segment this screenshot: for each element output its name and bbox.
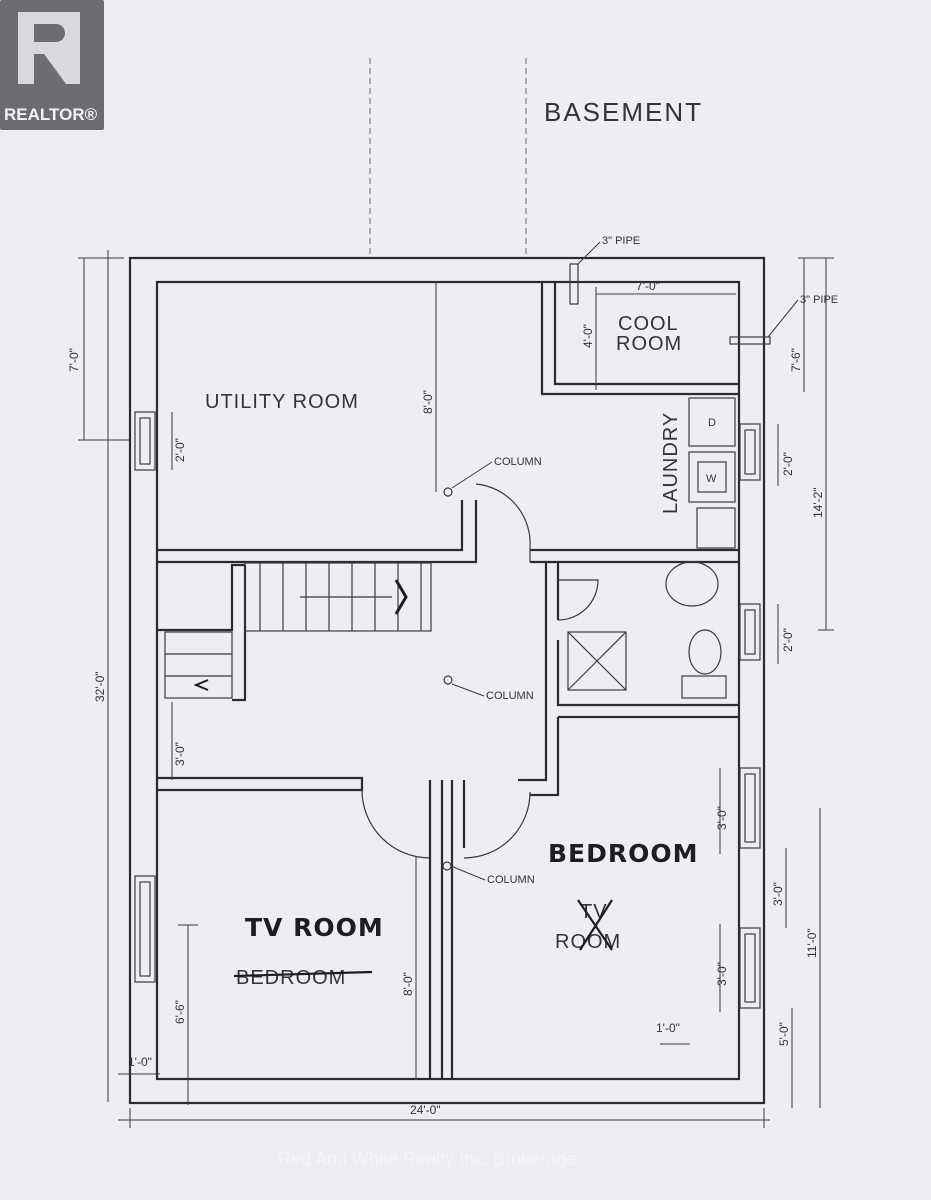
tv-room-label: TV ROOM — [245, 913, 384, 942]
toilet-tank — [681, 675, 727, 699]
shower-stall — [567, 631, 627, 691]
dimension-lines — [78, 250, 834, 1128]
column-3-label: COLUMN — [487, 874, 535, 886]
dim-tv-8: 8'-0" — [401, 972, 415, 996]
realtor-logo: REALTOR® — [0, 0, 104, 130]
dim-left-1: 1'-0" — [128, 1055, 152, 1069]
windows — [134, 411, 761, 1009]
dim-left-7: 7'-0" — [67, 348, 81, 372]
tv-room-struck-bedroom: BEDROOM — [236, 967, 346, 989]
dim-cool-4: 4'-0" — [581, 324, 595, 348]
dim-right-3b: 3'-0" — [771, 882, 785, 906]
column-1-label: COLUMN — [494, 456, 542, 468]
brokerage-watermark: Red And White Realty Inc. Brokerage — [278, 1149, 576, 1169]
dryer-appliance — [688, 397, 736, 447]
laundry-sink — [696, 507, 736, 549]
staircase — [164, 562, 432, 699]
pipes: 3" PIPE 3" PIPE — [569, 235, 838, 345]
dim-right-2a: 2'-0" — [781, 452, 795, 476]
door-swings — [361, 483, 599, 859]
dim-cool-7: 7'-0" — [636, 279, 660, 293]
bathtub-basin — [665, 561, 719, 607]
dryer-label: D — [708, 417, 716, 429]
strike-tv-2 — [579, 899, 613, 951]
column-1 — [443, 487, 453, 497]
columns: COLUMN COLUMN COLUMN — [442, 456, 542, 886]
realtor-logo-text: REALTOR® — [4, 105, 98, 124]
dim-left-3: 3'-0" — [173, 742, 187, 766]
dim-right-2b: 2'-0" — [781, 628, 795, 652]
plan-title: BASEMENT — [544, 97, 703, 127]
dim-right-7-6: 7'-6" — [789, 348, 803, 372]
cool-room-label-line1: COOL — [618, 313, 679, 335]
dim-left-32: 32'-0" — [93, 671, 107, 702]
column-2 — [443, 675, 453, 685]
dim-bottom-24: 24'-0" — [410, 1103, 441, 1117]
fixtures: D W — [567, 397, 736, 699]
bedroom-label: BEDROOM — [548, 839, 699, 868]
cool-room-label-line2: ROOM — [616, 333, 682, 355]
washer-appliance — [688, 451, 736, 503]
column-2-label: COLUMN — [486, 690, 534, 702]
pipe-top — [569, 263, 579, 305]
utility-room-label: UTILITY ROOM — [205, 391, 359, 413]
pipe-top-label: 3" PIPE — [602, 235, 640, 247]
pipe-right — [729, 336, 771, 345]
strike-bedroom — [233, 970, 373, 978]
dim-right-11: 11'-0" — [805, 928, 819, 958]
dim-right-3c: 3'-0" — [715, 962, 729, 986]
dim-left-6-6: 6'-6" — [173, 1000, 187, 1024]
dim-left-2: 2'-0" — [173, 438, 187, 462]
dim-right-5: 5'-0" — [777, 1022, 791, 1046]
laundry-label: LAUNDRY — [660, 412, 682, 514]
dim-utility-8: 8'-0" — [421, 390, 435, 414]
pipe-right-label: 3" PIPE — [800, 294, 838, 306]
dim-right-3a: 3'-0" — [715, 806, 729, 830]
washer-label: W — [706, 473, 717, 485]
dim-right-14-2: 14'-2" — [811, 487, 825, 518]
dim-bedroom-1: 1'-0" — [656, 1021, 680, 1035]
toilet-bowl — [688, 629, 722, 675]
exterior-walls — [128, 256, 766, 1105]
